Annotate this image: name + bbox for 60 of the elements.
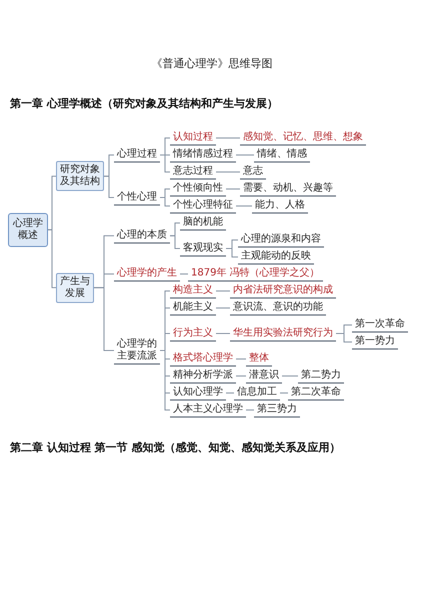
topic-label: 机能主义 — [170, 300, 216, 316]
topic-label: 第一势力 — [352, 334, 398, 350]
topic-label: 情绪情感过程 — [170, 148, 236, 162]
connector-line — [160, 154, 170, 172]
topic-label: 心理过程 — [114, 148, 160, 162]
topic-label: 个性倾向性 — [170, 182, 226, 196]
connector-line — [280, 392, 288, 394]
topic-label: 认知过程 — [170, 130, 216, 146]
connector-line — [336, 333, 352, 342]
topic-label: 潜意识 — [246, 368, 282, 384]
topic-label: 个性心理特征 — [170, 198, 236, 214]
topic-label: 脑的机能 — [180, 216, 226, 230]
topic-label: 信息加工 — [234, 386, 280, 400]
topic-label: 第二势力 — [298, 368, 344, 384]
topic-label: 第二次革命 — [288, 386, 344, 400]
chapter-heading: 第一章 心理学概述（研究对象及其结构和产生与发展） — [10, 96, 279, 111]
topic-label: 第一次革命 — [352, 318, 408, 332]
topic-label: 华生用实验法研究行为 — [230, 326, 336, 341]
topic-label: 能力、人格 — [252, 198, 308, 214]
topic-label: 心理学的产生 — [114, 266, 180, 282]
topic-label: 认知心理学 — [170, 386, 226, 400]
connector-line — [94, 287, 114, 351]
topic-label: 心理学的主要流派 — [114, 337, 160, 364]
topic-label: 精神分析学派 — [170, 368, 236, 384]
topic-label: 主观能动的反映 — [238, 250, 314, 264]
topic-label: 构造主义 — [170, 284, 216, 298]
connector-line — [160, 350, 170, 410]
topic-label: 意志过程 — [170, 164, 216, 180]
topic-label: 内省法研究意识的构成 — [230, 284, 336, 298]
topic-label: 心理的本质 — [114, 228, 170, 244]
connector-line — [48, 229, 56, 288]
topic-label: 第三势力 — [254, 402, 300, 418]
connector-line — [170, 235, 180, 249]
topic-label: 心理的源泉和内容 — [238, 232, 324, 248]
topic-label: 意志 — [240, 164, 266, 180]
topic-label: 1879年 冯特（心理学之父） — [188, 266, 323, 282]
topic-label: 行为主义 — [170, 326, 216, 341]
topic-label: 人本主义心理学 — [170, 402, 246, 418]
topic-label: 客观现实 — [180, 241, 226, 256]
connector-line — [236, 154, 254, 156]
topic-label: 个性心理 — [114, 190, 160, 205]
connector-line — [216, 290, 230, 292]
chapter-heading: 第二章 认知过程 第一节 感知觉（感觉、知觉、感知觉关系及应用） — [10, 440, 342, 455]
connector-line — [216, 333, 230, 334]
root-topic: 心理学概述 — [8, 212, 48, 247]
topic-label: 需要、动机、兴趣等 — [240, 182, 336, 196]
connector-line — [236, 358, 246, 360]
connector-line — [226, 188, 240, 190]
main-branch: 研究对象及其结构 — [56, 161, 104, 192]
topic-label: 情绪、情感 — [254, 148, 310, 162]
main-branch: 产生与发展 — [56, 272, 94, 303]
title: 《普通心理学》思维导图 — [150, 56, 274, 71]
topic-label: 意识流、意识的功能 — [230, 300, 326, 316]
connector-line — [226, 392, 234, 394]
topic-label: 整体 — [246, 352, 272, 366]
connector-line — [104, 176, 114, 198]
topic-label: 感知觉、记忆、思维、想象 — [240, 130, 366, 146]
topic-label: 格式塔心理学 — [170, 352, 236, 366]
connector-line — [160, 197, 170, 206]
connector-line — [226, 248, 238, 258]
